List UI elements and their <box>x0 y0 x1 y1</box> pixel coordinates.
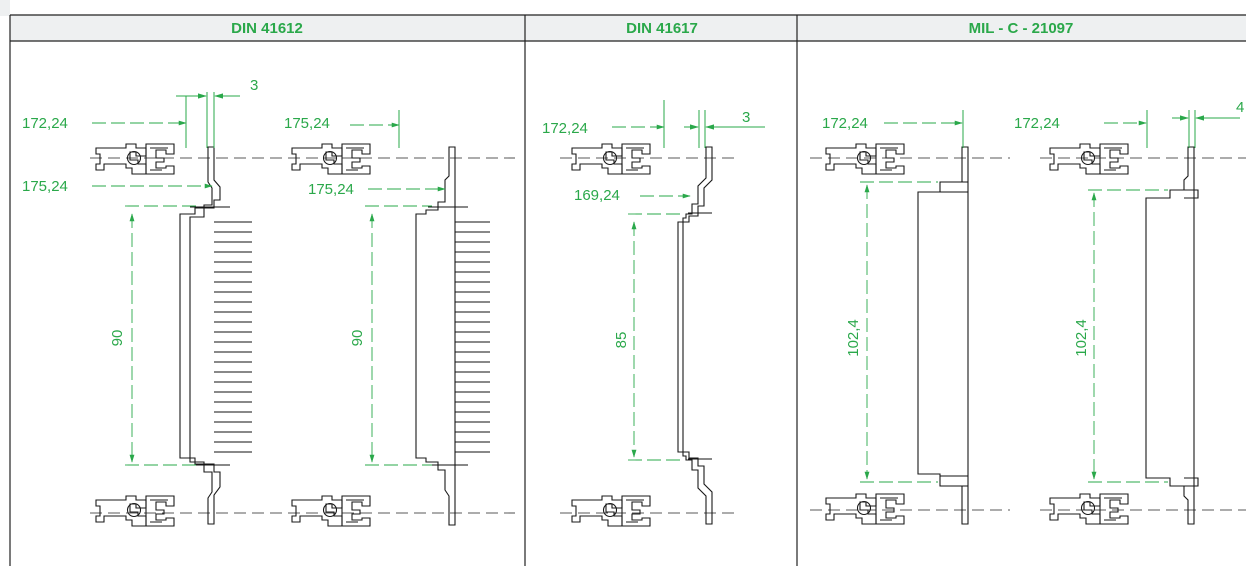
dim-175-24: 175,24 <box>22 178 68 195</box>
dim-102-4: 102,4 <box>845 319 862 357</box>
mil-c-21097-drawing-2: 172,24 4 102,4 <box>1014 99 1246 525</box>
column-title-mil-c-21097: MIL - C - 21097 <box>969 20 1074 37</box>
column-title-din-41617: DIN 41617 <box>626 20 698 37</box>
dim-90: 90 <box>109 330 126 347</box>
dim-172-24: 172,24 <box>542 120 588 137</box>
dim-172-24: 172,24 <box>822 115 868 132</box>
dim-172-24: 172,24 <box>22 115 68 132</box>
dim-175-24: 175,24 <box>308 181 354 198</box>
corner-tab <box>0 0 10 16</box>
dim-175-24: 175,24 <box>284 115 330 132</box>
din-41612-drawing-2: 175,24 175,24 90 <box>284 110 490 527</box>
dim-102-4: 102,4 <box>1073 319 1090 357</box>
dim-169-24: 169,24 <box>574 187 620 204</box>
dim-3: 3 <box>250 77 258 94</box>
dim-90: 90 <box>349 330 366 347</box>
dim-3: 3 <box>742 109 750 126</box>
column-title-din-41612: DIN 41612 <box>231 20 303 37</box>
dim-4: 4 <box>1236 99 1244 116</box>
mil-c-21097-drawing-1: 172,24 102,4 <box>810 110 1010 525</box>
dim-85: 85 <box>613 332 630 349</box>
din-41612-drawing-1: 172,24 3 175,24 90 <box>22 77 515 527</box>
header-row <box>10 15 1246 41</box>
dim-172-24: 172,24 <box>1014 115 1060 132</box>
din-41617-drawing: 172,24 3 169,24 85 <box>542 100 765 527</box>
